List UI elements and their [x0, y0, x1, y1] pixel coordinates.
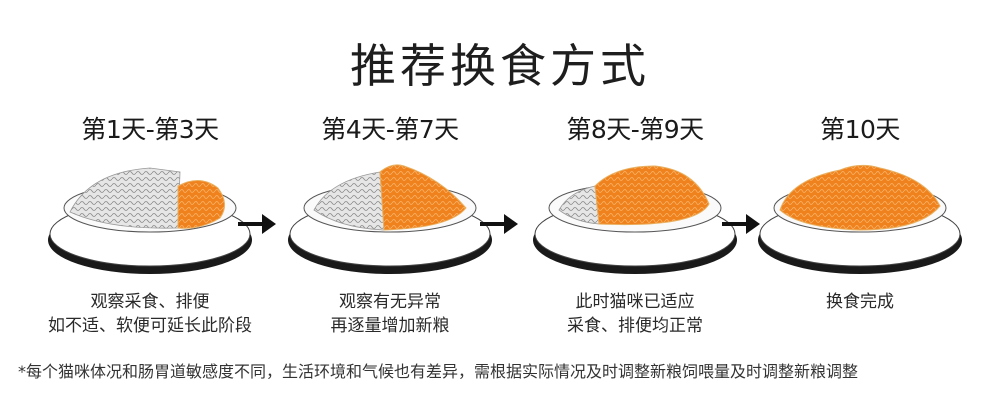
stage-desc-line1: 观察采食、排便: [90, 292, 210, 312]
arrow-right-icon: [238, 212, 278, 236]
stage-label: 第8天-第9天: [566, 115, 704, 144]
stage-label: 第1天-第3天: [81, 115, 219, 144]
stage-desc-line2: 采食、排便均正常: [567, 316, 703, 336]
stage-day4-7: 第4天-第7天 观察有无异常 再逐量增加新粮: [270, 110, 510, 338]
food-bowl-icon: [525, 158, 745, 278]
stage-day8-9: 第8天-第9天 此时猫咪已适应 采食、排便均正常: [515, 110, 755, 338]
arrow-right-icon: [722, 212, 762, 236]
food-bowl-icon: [40, 158, 260, 278]
food-bowl-icon: [280, 158, 500, 278]
stage-label: 第10天: [820, 115, 900, 144]
footnote: *每个猫咪体况和肠胃道敏感度不同，生活环境和气候也有差异，需根据实际情况及时调整…: [18, 362, 859, 381]
stage-desc-line2: 如不适、软便可延长此阶段: [48, 316, 252, 336]
arrow-right-icon: [480, 212, 520, 236]
stage-desc-line1: 观察有无异常: [339, 292, 441, 312]
stage-day1-3: 第1天-第3天 观察采食、排便 如不适、软便可延长此阶段: [30, 110, 270, 338]
page-title: 推荐换食方式: [350, 39, 650, 93]
stage-label: 第4天-第7天: [321, 115, 459, 144]
stage-desc-line2: 再逐量增加新粮: [330, 316, 450, 336]
stage-desc-line1: 此时猫咪已适应: [575, 292, 695, 312]
stage-day10: 第10天 换食完成: [740, 110, 980, 314]
food-bowl-icon: [750, 158, 970, 278]
stage-desc-line1: 换食完成: [826, 292, 894, 312]
